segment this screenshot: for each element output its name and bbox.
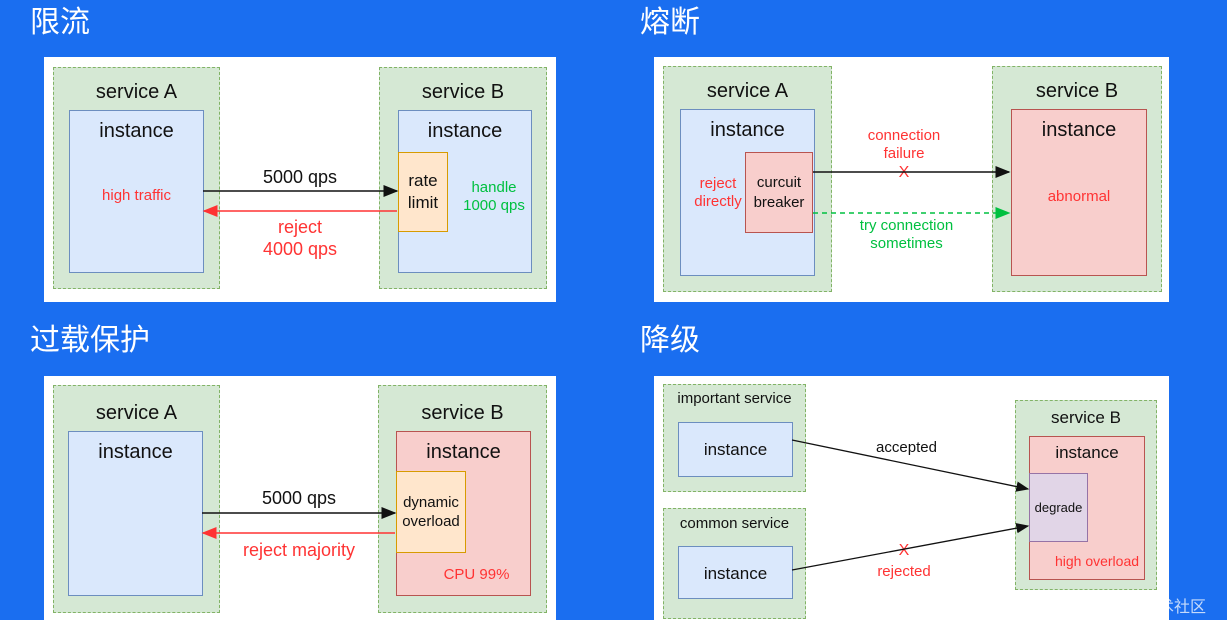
instance-b-label: instance: [427, 120, 503, 142]
service-a-label: service A: [95, 402, 178, 424]
instance-a-box: instance: [68, 431, 203, 596]
instance-common-box: instance: [678, 546, 793, 599]
instance-a-box: instance high traffic: [69, 110, 204, 273]
service-b-box: service B instance: [379, 67, 547, 289]
instance-a-label: instance: [98, 441, 173, 463]
failure-x-mark: X: [898, 164, 910, 181]
instance-b-box: instance abnormal: [1011, 109, 1147, 276]
section-title-circuit-breaker: 熔断: [640, 5, 700, 40]
overload-protection-panel: service A instance service B instance CP…: [44, 376, 556, 620]
service-a-box: service A instance high traffic: [53, 67, 220, 289]
handle-capacity-label: handle 1000 qps: [463, 179, 525, 214]
rejected-label: rejected: [877, 563, 931, 580]
reject-directly-label: reject directly: [694, 175, 742, 210]
important-service-box: important service instance: [663, 384, 806, 492]
request-qps-label: 5000 qps: [262, 167, 338, 187]
circuit-breaker-box: curcuit breaker: [745, 152, 813, 233]
instance-common-label: instance: [703, 564, 768, 583]
cpu-usage-label: CPU 99%: [443, 566, 510, 583]
service-b-label: service B: [421, 402, 504, 424]
instance-a-label: instance: [99, 120, 174, 142]
site-watermark: @稀土掘金技术社区: [1062, 597, 1207, 616]
abnormal-label: abnormal: [1047, 188, 1111, 205]
service-a-label: service A: [95, 81, 178, 103]
section-title-degradation: 降级: [640, 323, 700, 358]
high-overload-label: high overload: [1054, 553, 1140, 569]
rate-limit-box: rate limit: [398, 152, 448, 232]
reject-qps-label: reject 4000 qps: [262, 217, 338, 259]
service-a-label: service A: [706, 80, 789, 102]
instance-a-label: instance: [710, 119, 785, 141]
common-service-box: common service instance: [663, 508, 806, 619]
reject-majority-label: reject majority: [242, 540, 356, 560]
common-service-label: common service: [679, 515, 790, 532]
service-b-label: service B: [421, 81, 505, 103]
service-b-label: service B: [1035, 80, 1119, 102]
high-traffic-label: high traffic: [102, 187, 171, 204]
instance-b-label: instance: [1041, 119, 1117, 141]
instance-b-label: instance: [426, 441, 501, 463]
connection-failure-label: connection failure: [867, 127, 941, 162]
service-b-label: service B: [1051, 408, 1121, 427]
rejected-x-mark: X: [898, 542, 910, 559]
degradation-panel: important service instance common servic…: [654, 376, 1169, 620]
dynamic-overload-box: dynamic overload: [396, 471, 466, 553]
try-connection-label: try connection sometimes: [859, 217, 954, 252]
section-title-rate-limit: 限流: [30, 5, 90, 40]
request-qps-label: 5000 qps: [261, 488, 337, 508]
accepted-label: accepted: [876, 439, 937, 456]
instance-b-label: instance: [1055, 443, 1119, 462]
service-a-box: service A instance: [53, 385, 220, 613]
instance-important-label: instance: [703, 440, 768, 459]
important-service-label: important service: [677, 390, 792, 407]
circuit-breaker-panel: service A instance reject directly curcu…: [654, 57, 1169, 302]
rate-limit-panel: service A instance high traffic service …: [44, 57, 556, 302]
section-title-overload-protection: 过载保护: [30, 323, 150, 358]
service-b-box: service B instance abnormal: [992, 66, 1162, 292]
instance-important-box: instance: [678, 422, 793, 477]
degrade-box: degrade: [1029, 473, 1088, 542]
